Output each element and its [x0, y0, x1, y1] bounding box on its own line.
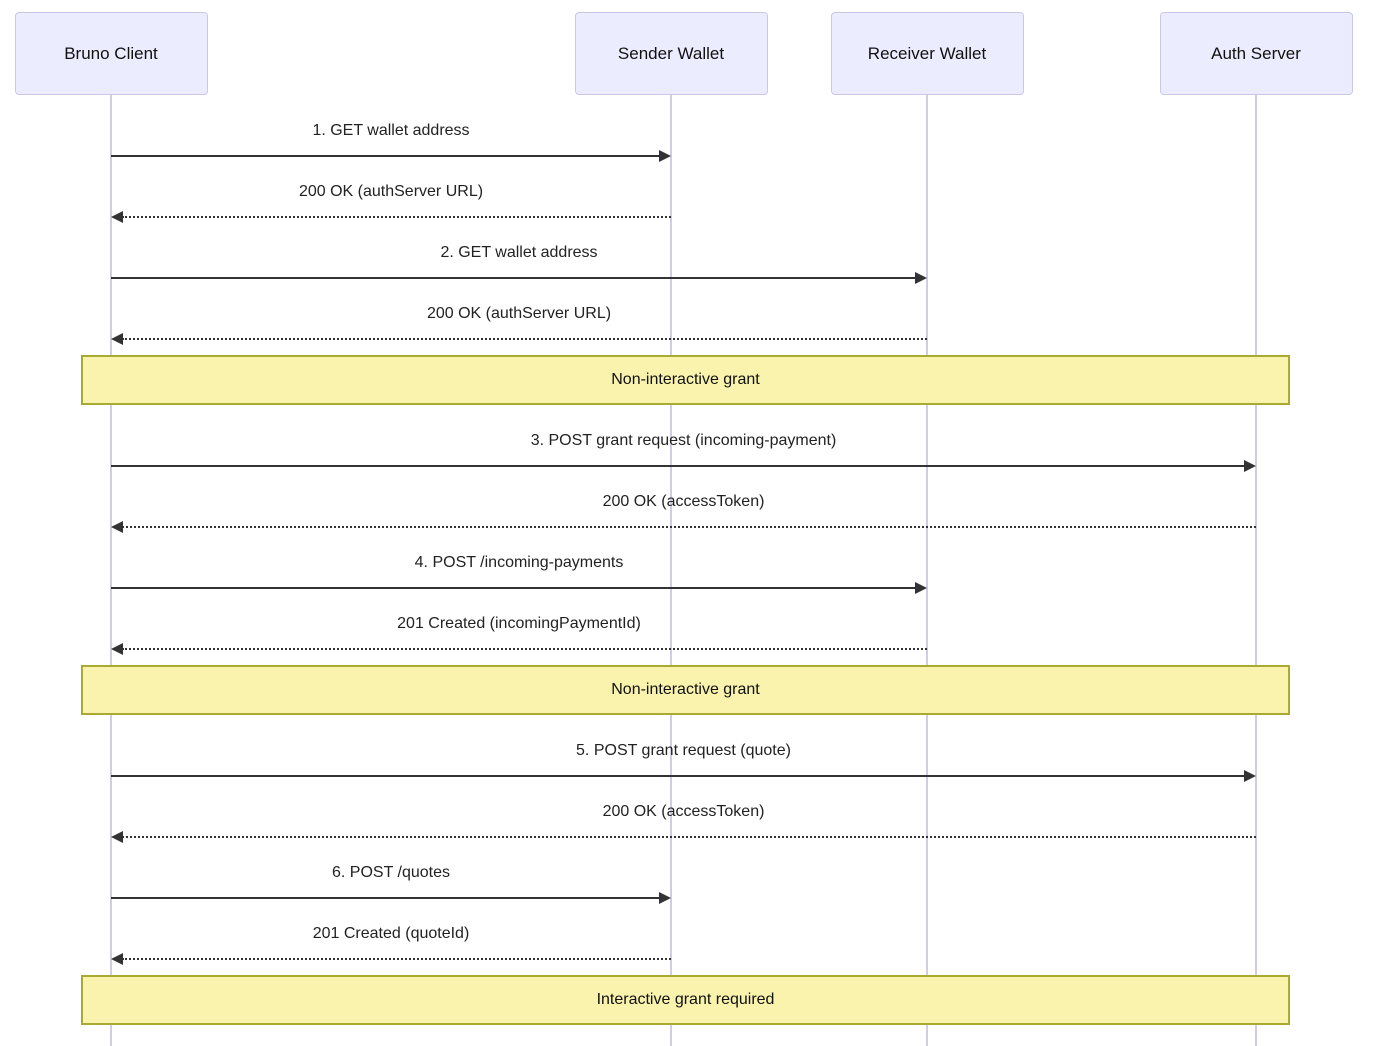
message-arrow-line — [122, 216, 671, 218]
message-arrow-line — [111, 775, 1245, 777]
arrowhead-icon — [111, 953, 123, 965]
note-band: Non-interactive grant — [81, 355, 1290, 405]
note-label: Non-interactive grant — [611, 681, 760, 698]
message-label: 200 OK (accessToken) — [602, 493, 765, 510]
message-label: 1. GET wallet address — [312, 122, 470, 139]
message-label: 200 OK (authServer URL) — [426, 305, 612, 322]
arrowhead-icon — [111, 831, 123, 843]
message-arrow-line — [111, 465, 1245, 467]
arrowhead-icon — [111, 643, 123, 655]
arrowhead-icon — [111, 521, 123, 533]
actor-sender-wallet: Sender Wallet — [574, 12, 768, 95]
arrowhead-icon — [111, 211, 123, 223]
message-arrow-line — [122, 836, 1256, 838]
actor-label: Auth Server — [1211, 43, 1301, 63]
message-label: 4. POST /incoming-payments — [414, 554, 624, 571]
message-label: 201 Created (quoteId) — [312, 925, 470, 942]
arrowhead-icon — [659, 150, 671, 162]
actor-receiver-wallet: Receiver Wallet — [830, 12, 1024, 95]
note-band: Non-interactive grant — [81, 665, 1290, 715]
message-arrow-line — [111, 155, 660, 157]
message-arrow-line — [111, 897, 660, 899]
message-arrow-line — [122, 648, 927, 650]
message-label: 2. GET wallet address — [440, 244, 598, 261]
actor-label: Bruno Client — [64, 43, 158, 63]
message-label: 201 Created (incomingPaymentId) — [397, 615, 641, 632]
lifeline-bruno-client — [110, 95, 112, 1046]
actor-label: Sender Wallet — [617, 43, 725, 63]
message-label: 6. POST /quotes — [332, 864, 450, 881]
note-label: Non-interactive grant — [611, 371, 760, 388]
arrowhead-icon — [1244, 460, 1256, 472]
arrowhead-icon — [659, 892, 671, 904]
message-arrow-line — [122, 958, 671, 960]
message-label: 5. POST grant request (quote) — [576, 742, 791, 759]
actor-label: Receiver Wallet — [867, 43, 987, 63]
lifeline-auth-server — [1255, 95, 1257, 1046]
note-label: Interactive grant required — [596, 991, 775, 1008]
arrowhead-icon — [915, 272, 927, 284]
message-label: 200 OK (authServer URL) — [298, 183, 484, 200]
arrowhead-icon — [1244, 770, 1256, 782]
arrowhead-icon — [111, 333, 123, 345]
lifeline-receiver-wallet — [926, 95, 928, 1046]
message-arrow-line — [122, 526, 1256, 528]
actor-bruno-client: Bruno Client — [14, 12, 208, 95]
note-band: Interactive grant required — [81, 975, 1290, 1025]
message-arrow-line — [111, 277, 916, 279]
lifeline-sender-wallet — [670, 95, 672, 1046]
arrowhead-icon — [915, 582, 927, 594]
message-label: 3. POST grant request (incoming-payment) — [530, 432, 837, 449]
actor-auth-server: Auth Server — [1159, 12, 1353, 95]
message-arrow-line — [122, 338, 927, 340]
message-label: 200 OK (accessToken) — [602, 803, 765, 820]
message-arrow-line — [111, 587, 916, 589]
